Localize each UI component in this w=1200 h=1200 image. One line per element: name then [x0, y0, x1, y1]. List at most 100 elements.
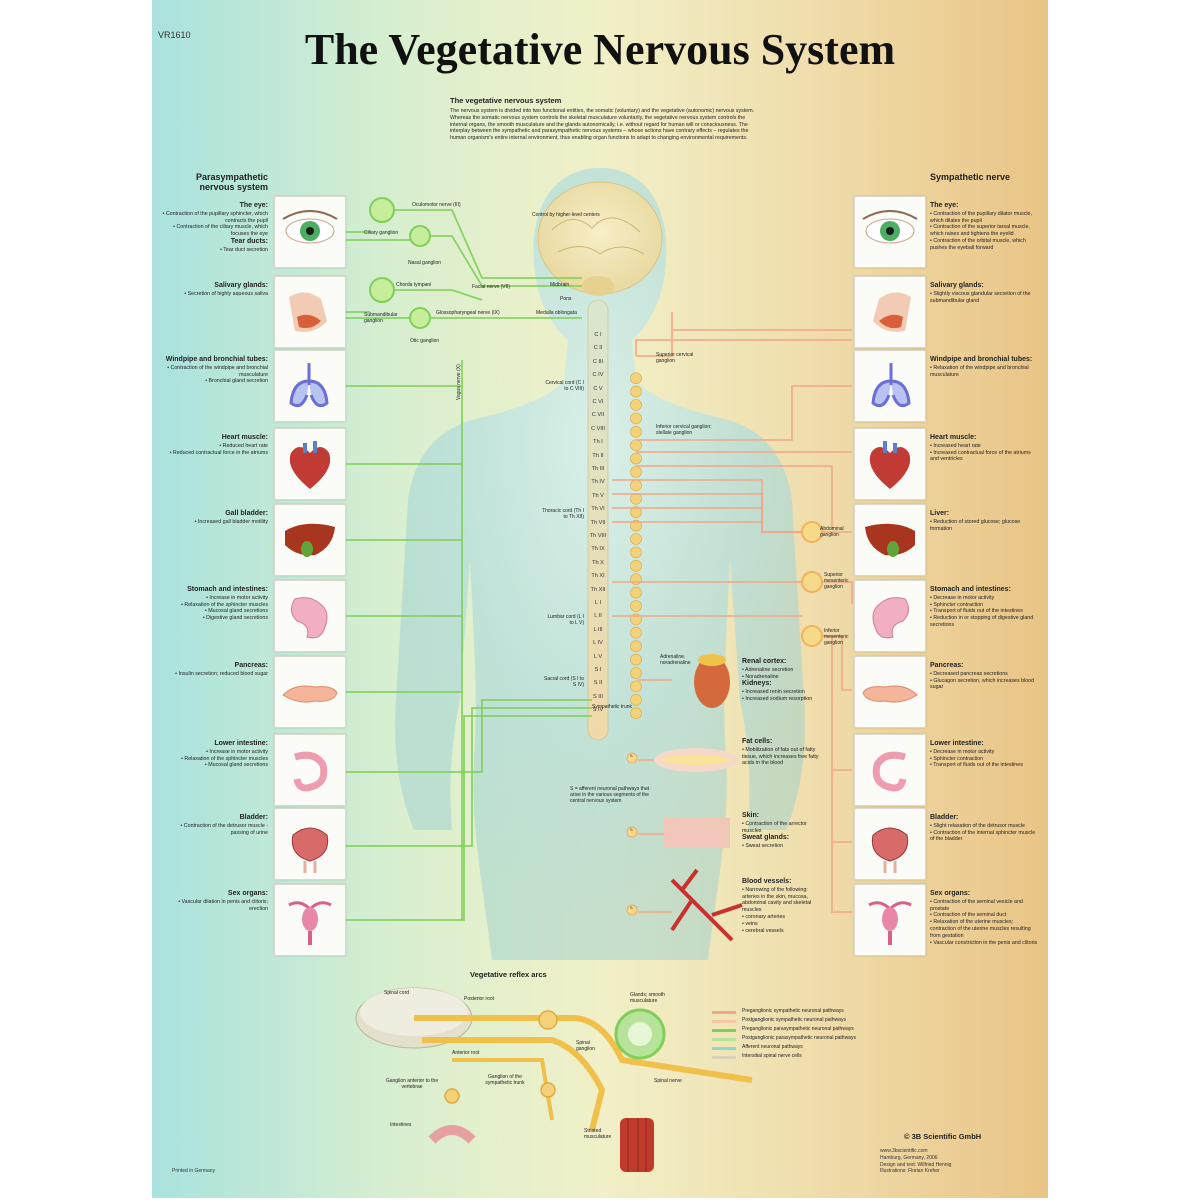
- chain-ganglion: [630, 559, 642, 572]
- organ-image-pancreas: [854, 656, 926, 728]
- segment-label: S III: [593, 693, 603, 700]
- segment-label: C I: [594, 332, 602, 338]
- reflex-spinal-nerve: Spinal nerve: [654, 1078, 682, 1084]
- left-organ-text: Windpipe and bronchial tubes:Contraction…: [162, 356, 268, 385]
- organ-image-windpipe: [274, 350, 346, 422]
- organ-effect: Decrease in motor activity: [930, 749, 1040, 756]
- label-pons: Pons: [560, 296, 572, 302]
- sex-organ-sympathetic-line: [831, 842, 852, 913]
- organ-image-sex-organs: [854, 884, 926, 956]
- segment-label: C II: [593, 345, 603, 352]
- label-facial: Facial nerve (VII): [472, 284, 511, 290]
- reflex-arc-diagram: [355, 987, 753, 1172]
- label-sympathetic-trunk: Sympathetic trunk: [592, 704, 633, 710]
- segment-label: Th VI: [591, 506, 605, 513]
- chain-ganglion: [630, 586, 642, 599]
- chain-ganglion: [630, 640, 642, 653]
- label-otic: Otic ganglion: [410, 338, 440, 344]
- sacral-branch-line: [344, 707, 592, 847]
- organ-image-pancreas: [274, 656, 346, 728]
- organ-effect: Contraction of the seminal duct: [930, 912, 1040, 919]
- right-organ-text: Blood vessels:Narrowing of the following…: [742, 878, 820, 934]
- organ-heading: Skin:: [742, 812, 760, 819]
- right-organ-text: Lower intestine:Decrease in motor activi…: [930, 740, 1040, 769]
- legend-label: Afferent neuronal pathways: [742, 1044, 803, 1050]
- label-abdominal: Abdominal ganglion: [820, 526, 844, 538]
- organ-heading: The eye:: [930, 202, 959, 209]
- label-vagus: Vagus nerve (X): [456, 364, 462, 400]
- credit-line: www.3bscientific.com: [880, 1148, 928, 1154]
- reflex-posterior-root: Posterior root: [464, 996, 495, 1002]
- reflex-ganglion-anterior: Ganglion anterior to the vertebrae: [385, 1078, 439, 1090]
- legend-swatch: [712, 1020, 736, 1023]
- organ-heading: Heart muscle:: [221, 434, 268, 441]
- legend-item: Postganglionic parasympathetic neuronal …: [712, 1035, 912, 1043]
- reflex-intestines: Intestines: [390, 1122, 412, 1128]
- organ-image-salivary-glands: [854, 276, 926, 348]
- organ-heading: Stomach and intestines:: [187, 586, 268, 593]
- organ-image-stomach-intestines: [274, 580, 346, 652]
- segment-label: L III: [593, 626, 603, 633]
- spinal-cord: [587, 299, 609, 741]
- chain-ganglion: [630, 600, 642, 612]
- credit-line: Hamburg, Germany, 2006: [880, 1154, 938, 1161]
- segment-label: C VIII: [591, 425, 605, 432]
- cervical-branch-line: [636, 312, 852, 357]
- intro-text: The nervous system is divided into two f…: [450, 107, 755, 142]
- chain-ganglion: [630, 506, 642, 519]
- segment-label: Th VII: [590, 519, 606, 526]
- segment-label: C III: [592, 358, 604, 365]
- nasal-nerve-line: [344, 235, 582, 287]
- reflex-ganglion-trunk: Ganglion of the sympathetic trunk: [485, 1074, 525, 1086]
- organ-effect: Increase in motor activity: [162, 749, 268, 756]
- label-s-1: S: [630, 753, 633, 758]
- legend-label: Intersitial spinal nerve cells: [742, 1053, 802, 1059]
- organ-image-gall-bladder: [274, 504, 346, 576]
- parasympathetic-title: Parasympathetic nervous system: [195, 172, 268, 192]
- organ-heading: Pancreas:: [930, 662, 964, 669]
- legend-item: Preganglionic sympathetic neuronal pathw…: [712, 1008, 912, 1016]
- segment-label: Th X: [592, 559, 604, 566]
- organ-image-lower-intestine: [274, 734, 346, 806]
- poster: VR1610 The Vegetative Nervous System The…: [152, 0, 1048, 1198]
- organ-heading: The eye:: [239, 202, 268, 209]
- credit-line: Illustrations: Florian Kreher: [880, 1168, 940, 1175]
- organ-effect: Contraction of the arrector muscles: [742, 821, 820, 835]
- organ-heading: Kidneys:: [742, 680, 772, 688]
- chain-ganglion: [630, 667, 642, 679]
- chain-ganglion: [630, 626, 642, 639]
- afferent-s-markers: [626, 752, 638, 916]
- legend-item: Preganglionic parasympathetic neuronal p…: [712, 1026, 912, 1034]
- organ-effect: Contraction of the detrusor muscle - pas…: [162, 823, 268, 837]
- label-cervical-cord: Cervical cord (C I to C VIII): [545, 380, 584, 392]
- organ-heading: Windpipe and bronchial tubes:: [930, 356, 1033, 363]
- segment-label: Th XI: [591, 573, 605, 580]
- segment-label: S I: [594, 667, 602, 673]
- left-organ-text: Heart muscle:Reduced heart rateReduced c…: [162, 434, 268, 456]
- intro-text-block: The vegetative nervous system The nervou…: [450, 96, 760, 142]
- chain-ganglion: [630, 533, 642, 545]
- label-sacral-cord: Sacral cord (S I to S IV): [544, 676, 585, 688]
- organ-effect: Relaxation of the sphincter muscles: [162, 602, 268, 609]
- stomach-sympathetic-line: [612, 581, 853, 604]
- organ-effect: Transport of fluids out of the intestine…: [930, 762, 1040, 769]
- label-ciliary: Ciliary ganglion: [364, 230, 399, 236]
- organ-heading: Blood vessels:: [742, 878, 792, 885]
- organ-effect: Glucagon secretion, which increases bloo…: [930, 678, 1040, 692]
- bladder-sympathetic-line: [831, 770, 852, 843]
- right-organ-text: Liver:Reduction of stored glucose; gluco…: [930, 510, 1040, 532]
- organ-effect: Tear duct secretion: [162, 247, 268, 254]
- segment-label: Th XII: [590, 586, 606, 593]
- organ-effect: Relaxation of the sphincter muscles: [162, 756, 268, 763]
- left-organ-text: Lower intestine:Increase in motor activi…: [162, 740, 268, 769]
- organ-effect: Digestive gland secretions: [162, 615, 268, 622]
- right-organ-text: Salivary glands:Slightly viscous glandul…: [930, 282, 1040, 304]
- chain-ganglion: [630, 385, 642, 398]
- organ-effect: Contraction of the pupillary dilator mus…: [930, 211, 1040, 225]
- organ-effect: Reduced contractual force in the atriums: [162, 450, 268, 457]
- reflex-spinal-cord: Spinal cord: [384, 990, 410, 996]
- left-organ-text: Salivary glands:Secretion of highly aque…: [162, 282, 268, 298]
- organ-effect: Increase in motor activity: [162, 595, 268, 602]
- right-organ-text: Pancreas:Decreased pancreas secretionsGl…: [930, 662, 1040, 691]
- organ-effect: Vascular dilation in penis and clitoris;…: [162, 899, 268, 913]
